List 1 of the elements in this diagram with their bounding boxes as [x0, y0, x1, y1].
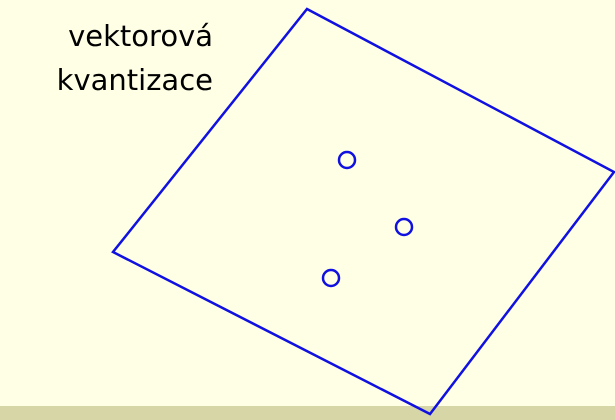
caption-text: vektorová kvantizace — [56, 18, 213, 99]
